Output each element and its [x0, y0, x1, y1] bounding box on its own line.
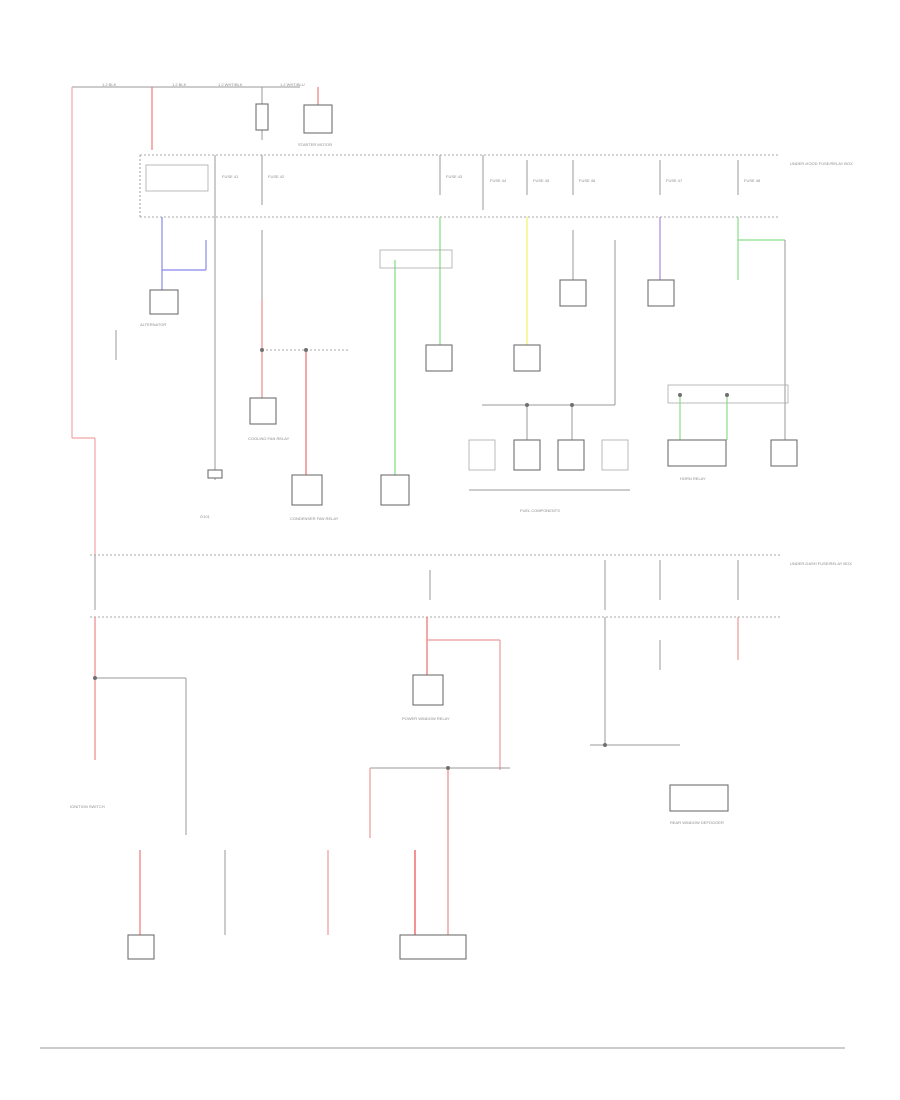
relay-green-2 — [380, 474, 410, 506]
fuse-label-48: FUSE 48 — [744, 178, 761, 183]
relay-yellow — [513, 344, 541, 372]
power-window-relay — [412, 674, 444, 706]
fuse-label-42: FUSE 42 — [268, 174, 285, 179]
yellow-branch — [513, 217, 616, 405]
relay-573 — [559, 279, 587, 307]
rear-window-defogger — [669, 784, 729, 812]
fuel-components: FUEL COMPONENTS — [468, 404, 630, 513]
right-branches: HORN RELAY — [647, 217, 798, 481]
relay-purple — [647, 279, 675, 307]
relay-lower-1 — [127, 934, 155, 960]
fuse-label-44: FUSE 44 — [490, 178, 507, 183]
top-wiring: 1.2 BLK 1.2 BLK 1.2 WHT/BLK 1.2 WHT/BLU … — [71, 82, 333, 438]
fuel-components-label: FUEL COMPONENTS — [520, 508, 560, 513]
starter-label: STARTER MOTOR — [298, 142, 332, 147]
ground-label: G101 — [200, 514, 211, 519]
fuel-relay-2 — [557, 439, 585, 471]
alternator-branch: ALTERNATOR — [115, 217, 207, 360]
rear-defogger-label: REAR WINDOW DEFOGGER — [670, 820, 724, 825]
relay-horn — [667, 439, 727, 467]
condenser-fan-relay-label: CONDENSER FAN RELAY — [290, 516, 339, 521]
starter-motor — [303, 104, 333, 134]
underhood-box-label: UNDER-HOOD FUSE/RELAY BOX — [790, 161, 853, 166]
ground-connector — [207, 469, 223, 479]
fuse-label-43: FUSE 43 — [446, 174, 463, 179]
splice-points — [93, 348, 729, 770]
condenser-fan-relay — [291, 474, 323, 506]
top-wire-label-4: 1.2 WHT/BLU — [280, 82, 305, 87]
cooling-fan-relay-label: COOLING FAN RELAY — [248, 436, 290, 441]
ignition-branch: IGNITION SWITCH — [70, 617, 329, 960]
fuse-label-46: FUSE 46 — [579, 178, 596, 183]
top-wire-label-1: 1.2 BLK — [102, 82, 117, 87]
top-wire-label-2: 1.2 BLK — [172, 82, 187, 87]
alternator-label: ALTERNATOR — [140, 322, 166, 327]
under-dash-fuse-box: UNDER-DASH FUSE/RELAY BOX — [72, 437, 852, 618]
relay-branch-42: COOLING FAN RELAY CONDENSER FAN RELAY G1… — [200, 230, 350, 521]
relay-lower-center — [399, 934, 467, 960]
fuse-label-47: FUSE 47 — [666, 178, 683, 183]
fuel-relay-1 — [513, 439, 541, 471]
cooling-fan-relay — [249, 397, 277, 425]
top-wire-label-3: 1.2 WHT/BLK — [218, 82, 243, 87]
relay-right — [770, 439, 798, 467]
underhood-fuse-box: UNDER-HOOD FUSE/RELAY BOX FUSE 41 FUSE 4… — [139, 154, 853, 480]
ignition-switch-label: IGNITION SWITCH — [70, 804, 105, 809]
power-window-branch: POWER WINDOW RELAY — [369, 617, 510, 960]
right-lower: REAR WINDOW DEFOGGER — [590, 617, 739, 825]
under-dash-box-label: UNDER-DASH FUSE/RELAY BOX — [790, 561, 852, 566]
horn-relay-label: HORN RELAY — [680, 476, 706, 481]
fuse-label-45: FUSE 45 — [533, 178, 550, 183]
green-branch — [379, 217, 453, 506]
battery — [255, 103, 269, 131]
alternator — [149, 289, 179, 315]
relay-green-1 — [425, 344, 453, 372]
power-window-relay-label: POWER WINDOW RELAY — [402, 716, 450, 721]
fuse-label-41: FUSE 41 — [222, 174, 239, 179]
